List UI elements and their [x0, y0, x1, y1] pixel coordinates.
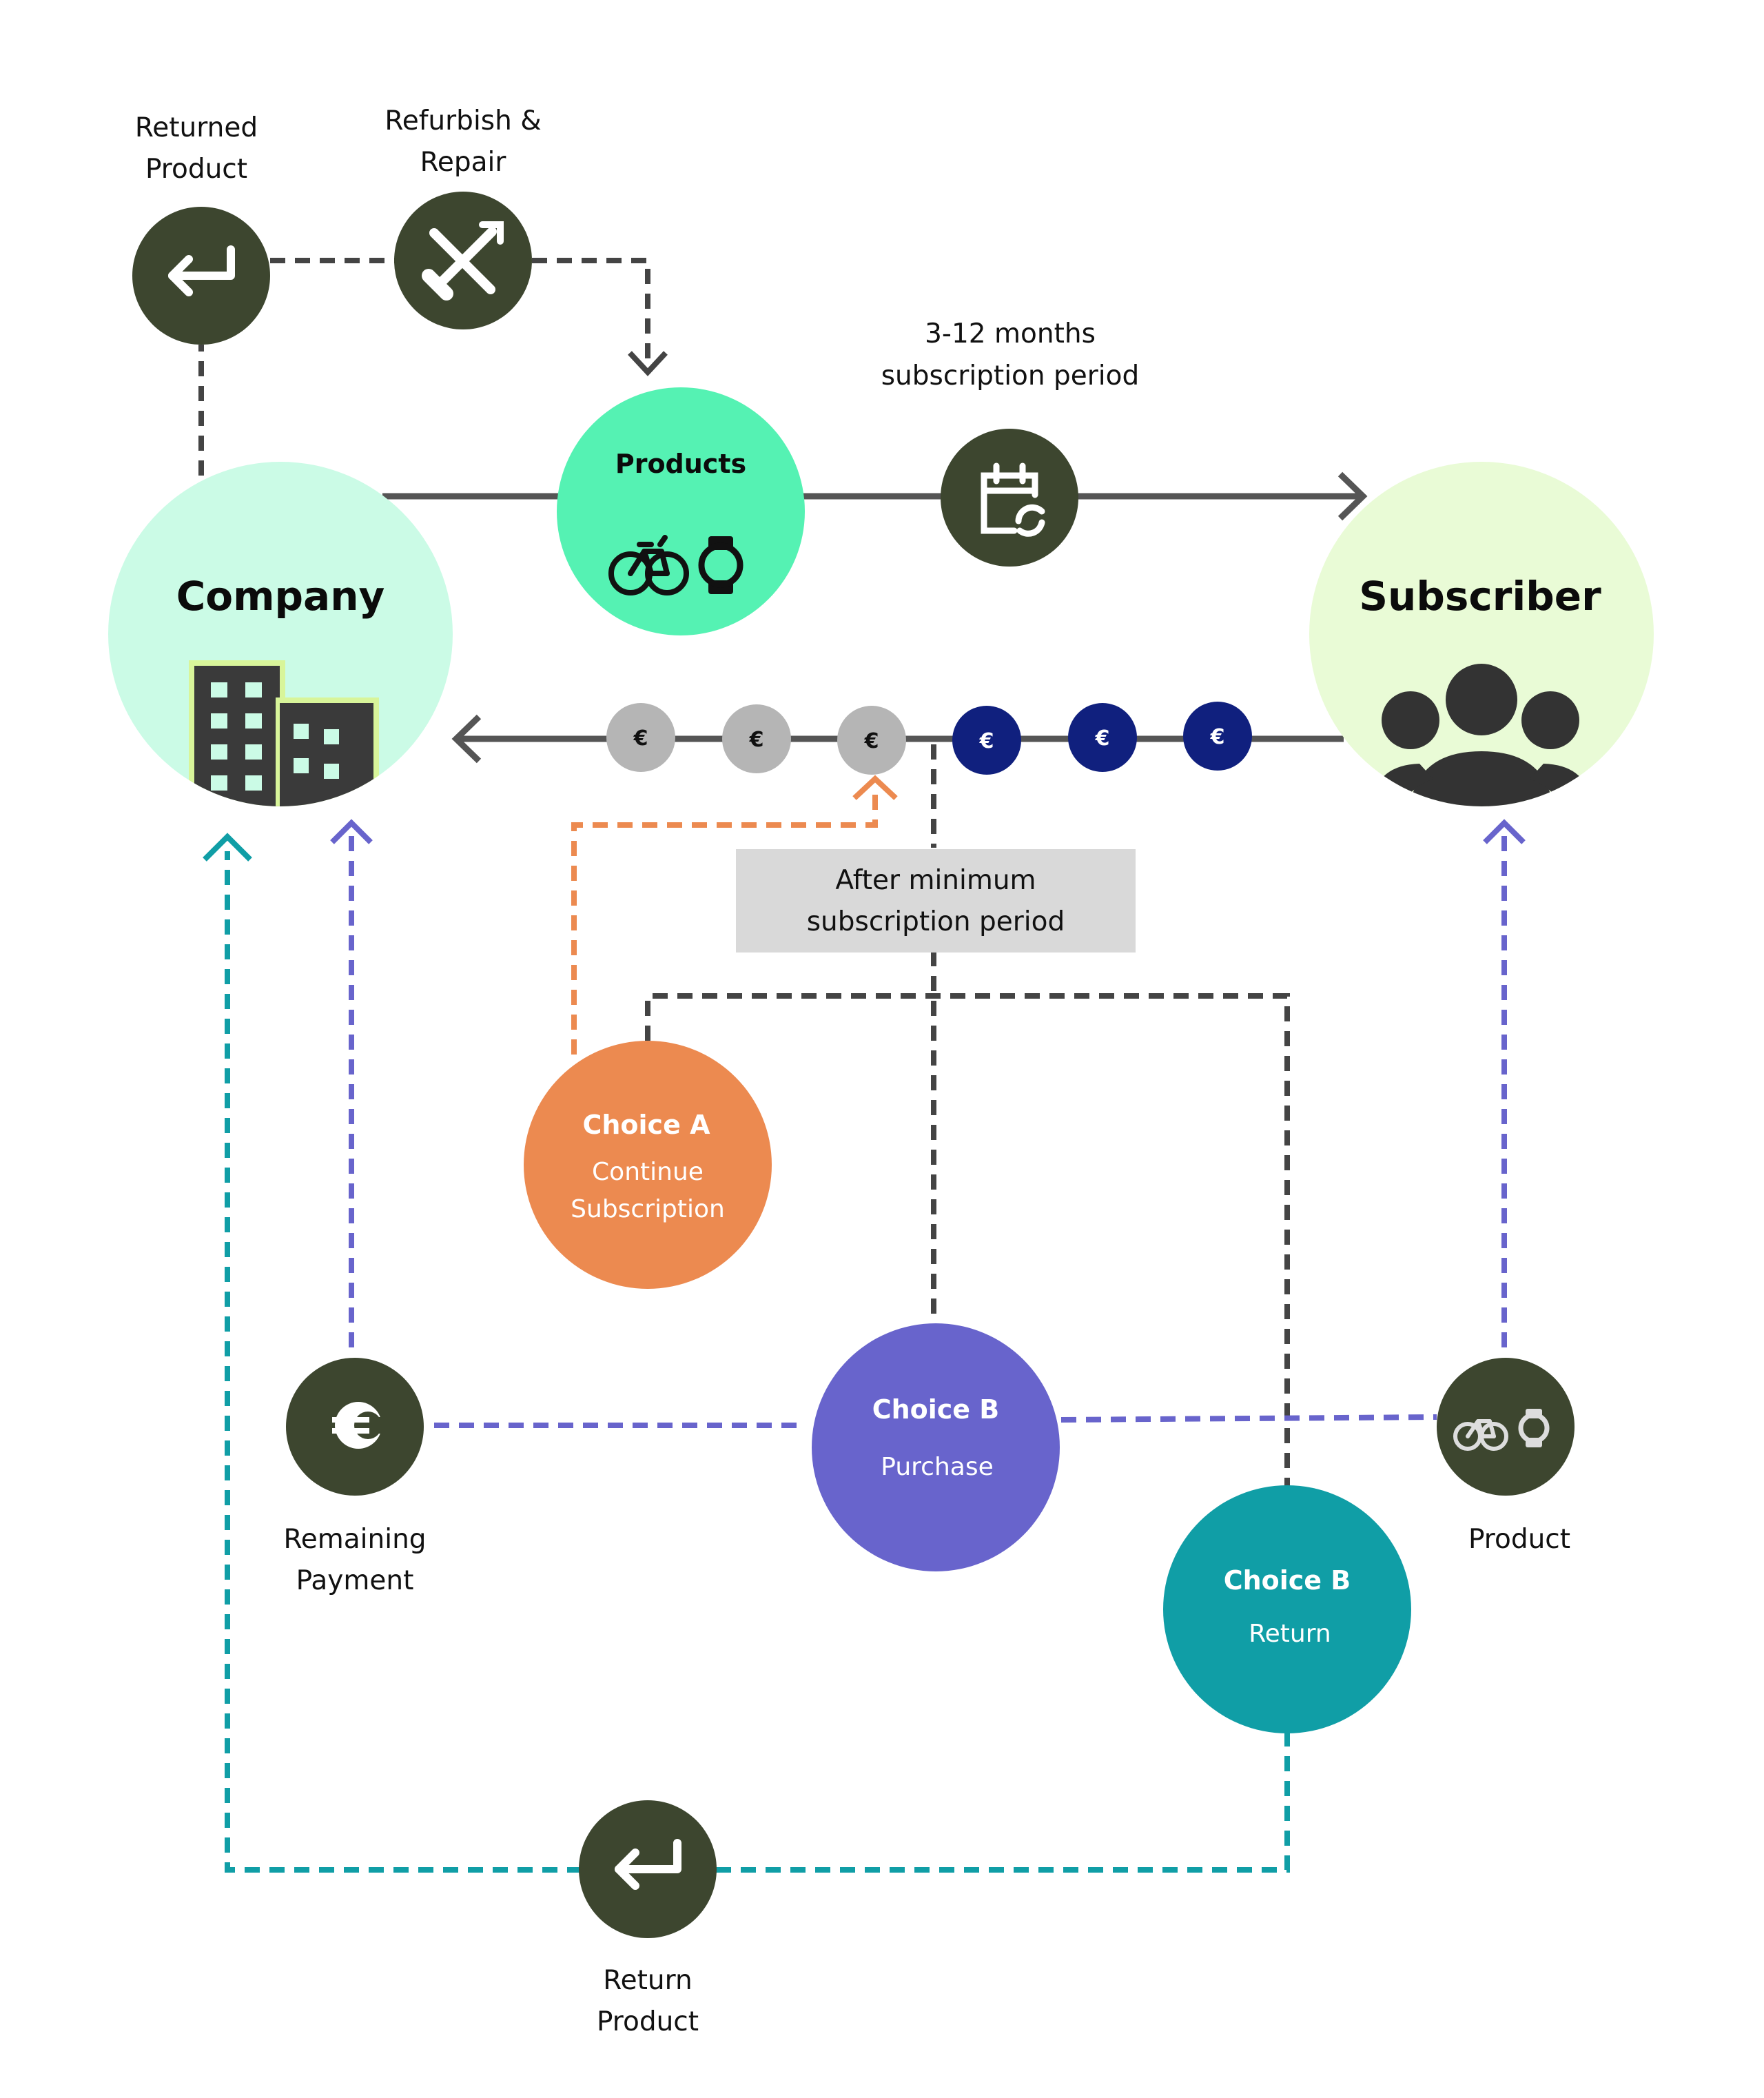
min-period-note: After minimum subscription period: [736, 849, 1136, 953]
returned-product-label-line2: Product: [145, 154, 247, 185]
coin-gray-1: €: [606, 703, 675, 772]
products-label: Products: [615, 449, 746, 479]
refurbish-node: Refurbish & Repair: [384, 105, 542, 329]
subscriber-node: Subscriber: [1309, 462, 1654, 806]
euro-icon: [332, 1402, 383, 1449]
dashed-refurbish-to-products: [532, 258, 650, 365]
subscriber-label: Subscriber: [1359, 573, 1601, 620]
coin-gray-3: €: [837, 706, 906, 775]
product-label: Product: [1468, 1524, 1570, 1555]
choice-b-return-sub: Return: [1249, 1620, 1331, 1648]
return-product-line2: Product: [597, 2006, 699, 2037]
svg-text:€: €: [1210, 725, 1225, 749]
return-product-node: Return Product: [579, 1800, 717, 2037]
return-product-line1: Return: [603, 1965, 692, 1996]
company-node: Company: [108, 462, 453, 806]
calendar-node: 3-12 months subscription period: [881, 318, 1140, 567]
arrowhead-to-products: [628, 351, 668, 376]
choice-a-sub-line1: Continue: [592, 1158, 704, 1186]
choice-b-return-node: Choice B Return: [1163, 1485, 1411, 1733]
svg-text:€: €: [633, 726, 648, 751]
arrowhead-company: [451, 714, 482, 764]
choice-a-sub-line2: Subscription: [571, 1195, 725, 1223]
calendar-circle: [941, 429, 1078, 567]
svg-text:€: €: [864, 729, 879, 753]
products-node: Products: [557, 387, 805, 635]
svg-text:€: €: [749, 728, 764, 752]
remaining-payment-node: Remaining Payment: [283, 1358, 427, 1596]
note-line2: subscription period: [807, 906, 1065, 937]
dashed-choice-a-to-coin: [571, 791, 878, 1055]
remaining-payment-line1: Remaining: [283, 1524, 426, 1555]
choice-b-purchase-node: Choice B Purchase: [812, 1323, 1060, 1571]
returned-product-label-line1: Returned: [135, 112, 258, 143]
choice-b-purchase-circle: [812, 1323, 1060, 1571]
choice-b-return-title: Choice B: [1224, 1565, 1351, 1596]
coin-gray-2: €: [722, 704, 791, 773]
dashed-branch-choices: [645, 993, 1290, 1489]
arrowhead-product-subscriber: [1483, 819, 1526, 844]
note-box: [736, 849, 1136, 953]
remaining-payment-line2: Payment: [296, 1565, 414, 1596]
bicycle-icon: [608, 535, 689, 595]
refurbish-label-line1: Refurbish &: [384, 105, 541, 136]
arrowhead-payment-company: [330, 819, 373, 844]
tools-icon: [422, 221, 504, 301]
subscription-period-line2: subscription period: [881, 360, 1140, 391]
refurbish-label-line2: Repair: [420, 147, 507, 178]
choice-a-node: Choice A Continue Subscription: [524, 1041, 772, 1289]
dashed-return-loop: [225, 851, 1290, 1873]
bicycle-icon: [1453, 1419, 1508, 1451]
return-arrow-icon: [168, 245, 235, 296]
arrowhead-return-company: [203, 833, 252, 862]
smartwatch-icon: [698, 536, 743, 594]
company-label: Company: [176, 573, 385, 620]
subscription-period-line1: 3-12 months: [925, 318, 1096, 349]
coin-navy-3: €: [1183, 702, 1252, 771]
product-circle: [1437, 1358, 1575, 1496]
dashed-purchase-to-product: [1060, 1414, 1437, 1423]
choice-b-purchase-title: Choice B: [872, 1394, 1000, 1425]
payment-coins: € € € € € €: [606, 702, 1252, 775]
returned-product-node: Returned Product: [132, 112, 270, 345]
arrowhead-choice-a: [852, 775, 898, 800]
smartwatch-icon: [1518, 1409, 1550, 1447]
svg-text:€: €: [979, 729, 994, 753]
products-circle: [557, 387, 805, 635]
product-node: Product: [1437, 1358, 1575, 1555]
coin-navy-2: €: [1068, 703, 1137, 772]
svg-text:€: €: [1095, 726, 1110, 751]
coin-navy-1: €: [952, 706, 1021, 775]
return-arrow-icon: [615, 1839, 681, 1890]
choice-a-circle: [524, 1041, 772, 1289]
arrowhead-subscriber: [1337, 471, 1368, 521]
choice-b-return-circle: [1163, 1485, 1411, 1733]
choice-b-purchase-sub: Purchase: [881, 1453, 993, 1481]
calendar-refresh-icon: [981, 462, 1045, 537]
note-line1: After minimum: [835, 865, 1036, 896]
choice-a-title: Choice A: [582, 1110, 710, 1140]
